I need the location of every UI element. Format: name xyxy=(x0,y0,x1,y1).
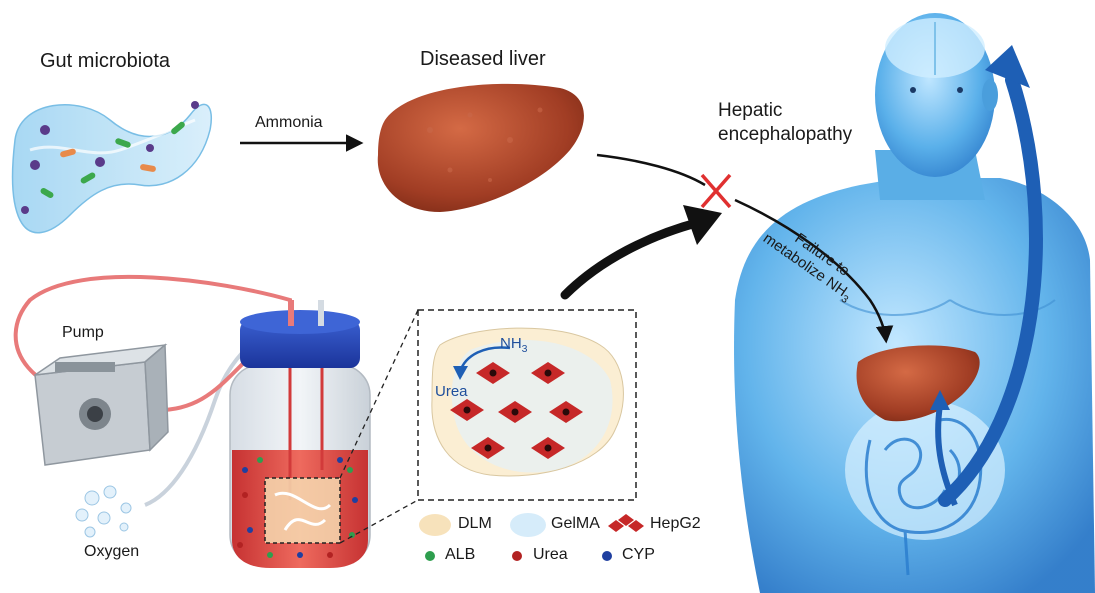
hepg2-nucleus xyxy=(511,408,519,416)
label-urea-inset: Urea xyxy=(435,383,468,400)
hepg2-cell-icon xyxy=(608,514,644,532)
therapy-arrow xyxy=(560,217,705,300)
hepg2-nucleus xyxy=(562,408,570,416)
gut-brain-arrowhead-icon xyxy=(985,45,1030,88)
label-hepatic: Hepatic xyxy=(718,100,783,121)
human-body-figure xyxy=(734,13,1095,593)
label-encephalopathy: encephalopathy xyxy=(718,124,853,145)
label-gut-microbiota: Gut microbiota xyxy=(40,50,171,72)
legend-dlm-label: DLM xyxy=(458,515,492,532)
hepg2-nucleus xyxy=(489,369,497,377)
bioreactor-jar xyxy=(229,300,371,568)
legend-alb-label: ALB xyxy=(445,546,476,563)
pump-image xyxy=(34,343,169,466)
liver-to-brain-path xyxy=(596,153,706,187)
legend-hepg2-label: HepG2 xyxy=(650,515,701,532)
diseased-liver-image xyxy=(377,83,584,212)
label-diseased-liver: Diseased liver xyxy=(420,48,546,70)
legend-gelma-label: GelMA xyxy=(551,515,600,532)
gut-liver-arrowhead-icon xyxy=(930,390,950,410)
gelma-blob-icon xyxy=(510,513,546,537)
scaffold-detail xyxy=(431,327,624,477)
gut-microbiota-image xyxy=(11,101,212,234)
legend-icons xyxy=(419,513,644,561)
body-liver-image xyxy=(856,345,980,422)
hepg2-nucleus xyxy=(463,406,471,414)
label-pump: Pump xyxy=(62,324,104,341)
hepg2-nucleus xyxy=(544,369,552,377)
oxygen-bubbles-icon xyxy=(75,485,132,538)
zoom-inset-box xyxy=(417,309,637,501)
gut-liver-arrow xyxy=(935,404,958,507)
zoom-line-top xyxy=(339,309,419,479)
label-nh3: NH3 xyxy=(500,335,528,355)
legend-cyp-label: CYP xyxy=(622,546,655,563)
legend-urea-label: Urea xyxy=(533,546,568,563)
label-ammonia: Ammonia xyxy=(255,114,323,131)
dlm-blob-icon xyxy=(419,514,451,536)
red-dot-icon xyxy=(512,551,522,561)
hepg2-cell-cluster xyxy=(450,362,583,459)
hepg2-nucleus xyxy=(544,444,552,452)
zoom-line-bottom xyxy=(339,499,419,544)
blocked-cross-icon xyxy=(700,173,732,209)
green-dot-icon xyxy=(425,551,435,561)
blue-dot-icon xyxy=(602,551,612,561)
label-oxygen: Oxygen xyxy=(84,543,140,560)
hepg2-nucleus xyxy=(484,444,492,452)
therapy-arrowhead-icon xyxy=(683,205,722,245)
gut-brain-arrow xyxy=(938,73,1043,507)
